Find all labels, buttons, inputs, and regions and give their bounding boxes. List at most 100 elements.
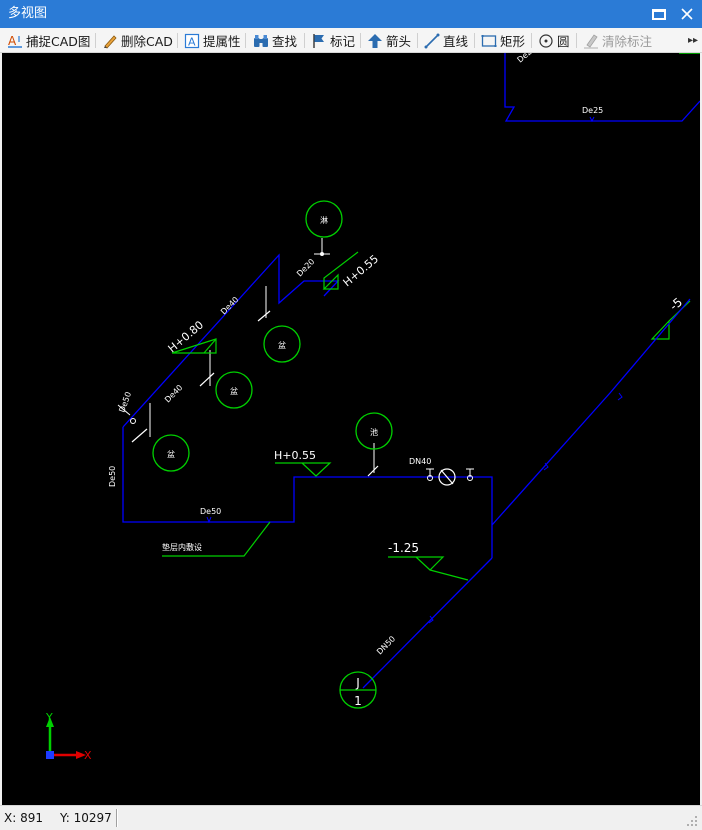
circle-label: 圆 xyxy=(557,34,570,49)
pipe-label-de25-top: De25 xyxy=(516,53,538,65)
status-divider xyxy=(116,809,118,827)
svg-text:A: A xyxy=(188,35,196,48)
double-chevron-right-icon: ▸▸ xyxy=(687,35,699,46)
capture-cad-label: 捕捉CAD图 xyxy=(26,34,91,49)
resize-grip-icon[interactable] xyxy=(686,815,698,827)
title-bar[interactable]: 多视图 xyxy=(0,0,702,28)
svg-text:-1.25: -1.25 xyxy=(388,541,419,555)
cursor-x-readout: X: 891 xyxy=(4,811,43,825)
floor-note: 垫层内敷设 xyxy=(162,521,271,557)
rectangle-icon xyxy=(480,32,498,50)
circle-icon xyxy=(537,32,555,50)
pipe-fragment-top-right: De25 De25 xyxy=(504,53,700,123)
toolbar-separator xyxy=(245,33,246,48)
pipe-label-de20: De20 xyxy=(295,257,316,278)
svg-text:A: A xyxy=(8,34,17,48)
fixture-basin-a[interactable]: 盆 xyxy=(263,325,301,363)
close-button[interactable] xyxy=(676,4,698,24)
pipe-label-dn50: DN50 xyxy=(375,634,397,656)
status-bar: X: 891 Y: 10297 xyxy=(0,805,702,830)
pipe-label-de40-a: De40 xyxy=(219,295,240,316)
svg-text:1: 1 xyxy=(354,694,362,708)
cursor-y-readout: Y: 10297 xyxy=(60,811,112,825)
pipe-label-dn40: DN40 xyxy=(409,457,431,466)
capture-cad-icon: A xyxy=(6,32,24,50)
mark-button[interactable]: 标记 xyxy=(310,30,355,51)
svg-text:垫层内敷设: 垫层内敷设 xyxy=(162,542,202,552)
elevation-mark-h055-a: H+0.55 xyxy=(322,251,382,290)
toolbar-separator xyxy=(177,33,178,48)
mark-label: 标记 xyxy=(330,34,356,49)
svg-text:盆: 盆 xyxy=(230,386,238,396)
main-supply-pipe: DN50 xyxy=(362,298,691,689)
maximize-icon xyxy=(652,8,666,20)
rect-label: 矩形 xyxy=(500,34,526,49)
svg-text:H+0.55: H+0.55 xyxy=(341,252,382,289)
find-label: 查找 xyxy=(272,34,298,49)
toolbar: A 捕捉CAD图 删除CAD A 提属性 查找 xyxy=(0,28,702,53)
svg-text:H+0.80: H+0.80 xyxy=(166,318,207,355)
svg-text:J: J xyxy=(355,676,360,690)
window-title: 多视图 xyxy=(8,6,48,21)
line-label: 直线 xyxy=(443,34,469,49)
toolbar-separator xyxy=(474,33,475,48)
pipe-label-de40-b: De40 xyxy=(163,383,184,404)
fixture-sink[interactable]: 池 xyxy=(355,412,393,450)
toolbar-separator xyxy=(95,33,96,48)
clear-marks-icon xyxy=(582,32,600,50)
fixture-shower[interactable]: 淋 xyxy=(305,200,343,238)
cad-canvas[interactable]: De25 De25 xyxy=(2,53,700,805)
rect-button[interactable]: 矩形 xyxy=(480,30,525,51)
svg-text:淋: 淋 xyxy=(320,215,328,225)
svg-text:盆: 盆 xyxy=(278,340,286,350)
toolbar-separator xyxy=(417,33,418,48)
arrow-button[interactable]: 箭头 xyxy=(366,30,411,51)
line-button[interactable]: 直线 xyxy=(423,30,468,51)
close-icon xyxy=(681,8,693,20)
dn40-valves-meter: DN40 xyxy=(409,457,474,486)
toolbar-separator xyxy=(360,33,361,48)
ucs-axis-icon: Y X xyxy=(45,711,92,762)
find-button[interactable]: 查找 xyxy=(252,30,297,51)
toolbar-separator xyxy=(304,33,305,48)
delete-cad-label: 删除CAD xyxy=(121,34,173,49)
pipe-label-de50-v: De50 xyxy=(108,466,117,487)
elevation-mark-m5: -5 xyxy=(650,295,691,340)
svg-text:盆: 盆 xyxy=(167,449,175,459)
elevation-mark-m125: -1.25 xyxy=(388,541,469,581)
svg-text:X: X xyxy=(84,749,92,762)
svg-text:H+0.55: H+0.55 xyxy=(274,449,316,462)
clear-marks-label: 清除标注 xyxy=(602,34,653,49)
svg-text:-5: -5 xyxy=(667,295,685,313)
arrow-up-icon xyxy=(366,32,384,50)
pipe-label-de50-a: De50 xyxy=(117,391,133,414)
extract-attr-button[interactable]: A 提属性 xyxy=(183,30,241,51)
riser-symbol-j1[interactable]: J 1 xyxy=(339,671,377,709)
pipe-label-de50-b: De50 xyxy=(200,507,221,516)
flag-icon xyxy=(310,32,328,50)
fixture-basin-b[interactable]: 盆 xyxy=(215,371,253,409)
capture-cad-button[interactable]: A 捕捉CAD图 xyxy=(6,30,90,51)
binoculars-icon xyxy=(252,32,270,50)
toolbar-separator xyxy=(576,33,577,48)
cad-drawing[interactable]: De25 De25 xyxy=(2,53,700,805)
toolbar-overflow-button[interactable]: ▸▸ xyxy=(686,30,700,51)
pipe-branch-left: De20 De40 De40 De50 De50 De50 xyxy=(108,238,493,558)
pipe-label-de25: De25 xyxy=(582,106,603,115)
extract-attr-label: 提属性 xyxy=(203,34,241,49)
text-attr-icon: A xyxy=(183,32,201,50)
line-icon xyxy=(423,32,441,50)
maximize-button[interactable] xyxy=(648,4,670,24)
eraser-icon xyxy=(101,32,119,50)
toolbar-separator xyxy=(531,33,532,48)
circle-button[interactable]: 圆 xyxy=(537,30,570,51)
svg-text:池: 池 xyxy=(370,427,378,437)
fixture-basin-c[interactable]: 盆 xyxy=(152,434,190,472)
arrow-label: 箭头 xyxy=(386,34,412,49)
clear-marks-button[interactable]: 清除标注 xyxy=(582,30,652,51)
delete-cad-button[interactable]: 删除CAD xyxy=(101,30,173,51)
elevation-mark-h080: H+0.80 xyxy=(166,318,217,355)
elevation-mark-h055-b: H+0.55 xyxy=(274,449,332,477)
svg-text:Y: Y xyxy=(45,711,53,724)
